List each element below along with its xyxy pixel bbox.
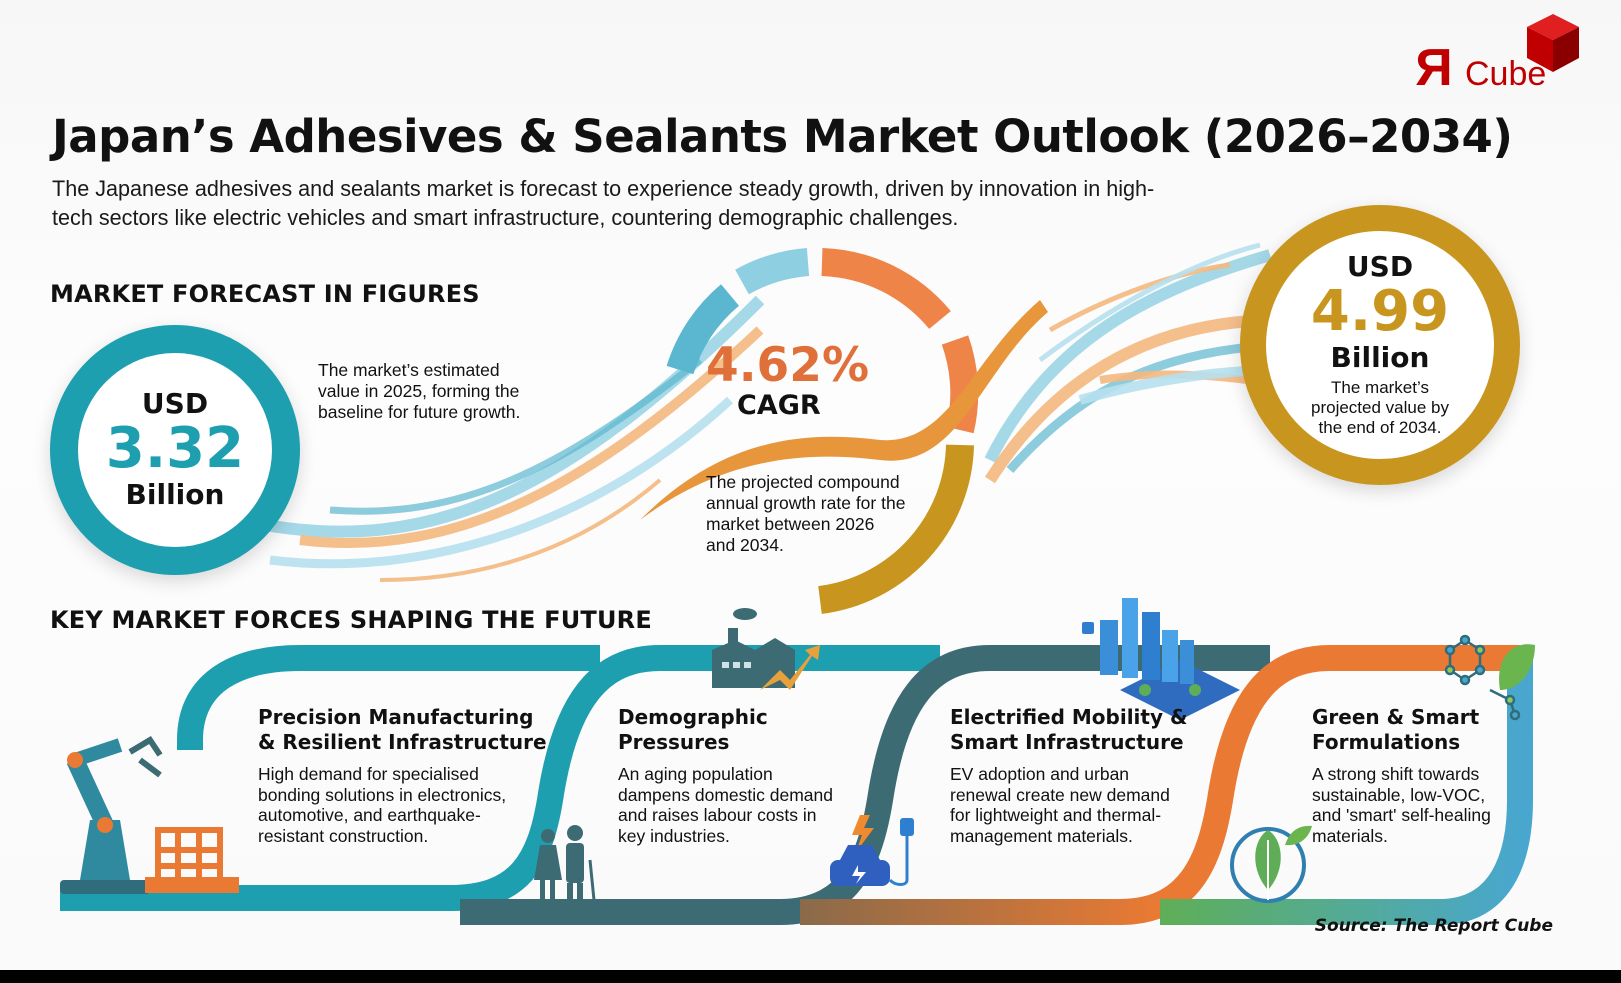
projected-value: 4.99 [1310, 278, 1450, 344]
leaf-circle-icon [1230, 825, 1312, 903]
bottom-bar [0, 970, 1621, 983]
force-4-title: Green & Smart Formulations [1312, 705, 1480, 754]
force-1-title: Precision Manufacturing & Resilient Infr… [258, 705, 547, 754]
page-title: Japan’s Adhesives & Sealants Market Outl… [52, 110, 1513, 163]
forecast-heading: MARKET FORECAST IN FIGURES [50, 280, 480, 308]
factory-icon [712, 608, 820, 690]
projected-description: The market’s projected value by the end … [1311, 377, 1449, 437]
elderly-couple-icon [534, 825, 596, 901]
force-2-title: Demographic Pressures [618, 705, 768, 754]
base-currency: USD [141, 387, 209, 421]
force-3-description: EV adoption and urban renewal create new… [950, 764, 1170, 846]
report-cube-logo: R Cube [1410, 12, 1590, 97]
force-3-title: Electrified Mobility & Smart Infrastruct… [950, 705, 1188, 754]
force-1-description: High demand for specialised bonding solu… [258, 764, 507, 846]
ev-car-icon [830, 815, 914, 886]
robot-arm-icon [60, 735, 163, 894]
projected-currency: USD [1346, 250, 1414, 284]
base-description: The market’s estimated value in 2025, fo… [318, 360, 521, 422]
force-4-description: A strong shift towards sustainable, low-… [1312, 764, 1491, 846]
cracked-building-icon [145, 827, 239, 893]
molecule-leaf-icon [1444, 634, 1535, 721]
force-2-description: An aging population dampens domestic dem… [618, 764, 833, 846]
projected-unit: Billion [1330, 340, 1430, 374]
smart-city-icon [1082, 598, 1240, 720]
forces-heading: KEY MARKET FORCES SHAPING THE FUTURE [50, 606, 652, 634]
cagr-label: CAGR [737, 390, 821, 421]
page-subtitle: The Japanese adhesives and sealants mark… [52, 176, 1155, 230]
source-credit: Source: The Report Cube [1314, 916, 1553, 936]
cagr-description: The projected compound annual growth rat… [706, 472, 906, 555]
logo-text: Cube [1465, 55, 1547, 93]
base-unit: Billion [125, 477, 225, 511]
cagr-value: 4.62% [706, 338, 870, 393]
base-value: 3.32 [105, 415, 245, 481]
cube-icon [1527, 14, 1579, 72]
